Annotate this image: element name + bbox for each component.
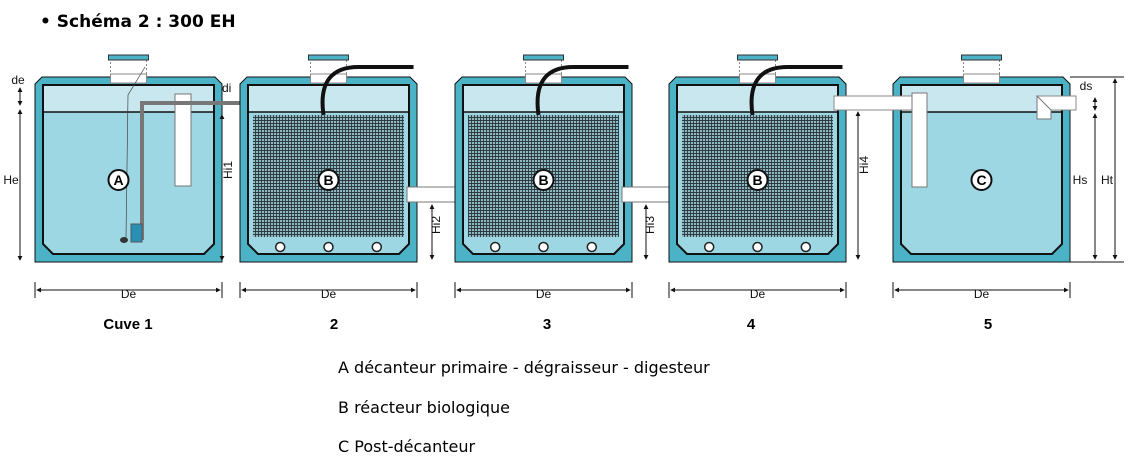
badge-letter: A (113, 172, 123, 188)
label-Hi3: Hi3 (643, 216, 657, 234)
label-De: De (536, 287, 552, 301)
air-diffuser (323, 241, 334, 253)
badge-circle (317, 169, 340, 191)
manhole-cover (737, 54, 778, 61)
tank-letter-badge: B (317, 169, 340, 191)
manhole-neck (963, 73, 1000, 84)
air-diffuser (538, 241, 549, 253)
label-He: He (3, 173, 19, 187)
label-Hi1: Hi1 (221, 161, 235, 179)
manhole-riser (110, 59, 147, 75)
legend-b: B réacteur biologique (338, 398, 511, 417)
air-diffuser (703, 241, 715, 253)
air-diffuser (586, 241, 598, 253)
tank-letter-badge: C (970, 169, 993, 191)
tank-air-space (902, 86, 1061, 112)
diagram-title: • Schéma 2 : 300 EH (40, 12, 236, 32)
inlet-pipe (833, 95, 919, 111)
badge-circle (532, 169, 555, 191)
badge-letter: B (323, 172, 333, 188)
tank-air-space (678, 86, 837, 112)
label-De: De (321, 287, 337, 301)
label-Ht: Ht (1101, 173, 1114, 187)
outlet-baffle (1036, 94, 1052, 120)
manhole-cover (308, 54, 349, 61)
tank-letter-badge: B (532, 169, 555, 191)
tank-air-space (249, 86, 408, 112)
manhole-neck (110, 73, 147, 84)
air-diffuser (489, 241, 501, 253)
label-de: de (11, 73, 25, 87)
label-Hs: Hs (1073, 173, 1088, 187)
air-hose (320, 65, 414, 116)
air-diffuser (800, 241, 812, 253)
legend-a: A décanteur primaire - dégraisseur - dig… (338, 358, 710, 377)
tee-baffle (174, 93, 192, 187)
label-ds: ds (1080, 79, 1093, 93)
legend-c: C Post-décanteur (338, 437, 476, 456)
submersible-pump (130, 223, 143, 243)
label-Hi4: Hi4 (857, 156, 871, 174)
air-hose (535, 65, 629, 116)
tank-4: B (668, 54, 847, 263)
tank-letter-badge: A (107, 169, 130, 191)
tank-caption-5: 5 (983, 316, 993, 333)
badge-circle (746, 169, 769, 191)
badge-circle (107, 169, 130, 191)
inlet-tee (911, 92, 928, 188)
float-cable (125, 66, 146, 239)
air-diffuser (371, 241, 383, 253)
tank-air-space (464, 86, 623, 112)
label-Hi2: Hi2 (429, 216, 443, 234)
manhole-cover (108, 54, 149, 61)
label-di: di (222, 81, 231, 95)
tank-water (42, 84, 215, 255)
float-switch (120, 237, 128, 243)
badge-letter: C (976, 172, 986, 188)
tank-caption-3: 3 (542, 316, 552, 333)
tank-caption-1: Cuve 1 (103, 316, 153, 333)
tank-letter-badge: B (746, 169, 769, 191)
manhole-riser (963, 59, 1000, 75)
manhole-cover (523, 54, 564, 61)
tank-5: C (833, 54, 1077, 263)
badge-letter: B (538, 172, 548, 188)
manhole-cover (961, 54, 1002, 61)
tank-caption-2: 2 (329, 316, 339, 333)
label-De: De (750, 287, 766, 301)
badge-circle (970, 169, 993, 191)
badge-letter: B (752, 172, 762, 188)
tank-3: B (454, 54, 680, 263)
tank-2: B (239, 54, 466, 263)
air-diffuser (274, 241, 286, 253)
tank-caption-4: 4 (746, 316, 756, 333)
air-diffuser (752, 241, 763, 253)
label-De: De (974, 287, 990, 301)
air-hose (749, 65, 843, 116)
label-De: De (121, 287, 137, 301)
